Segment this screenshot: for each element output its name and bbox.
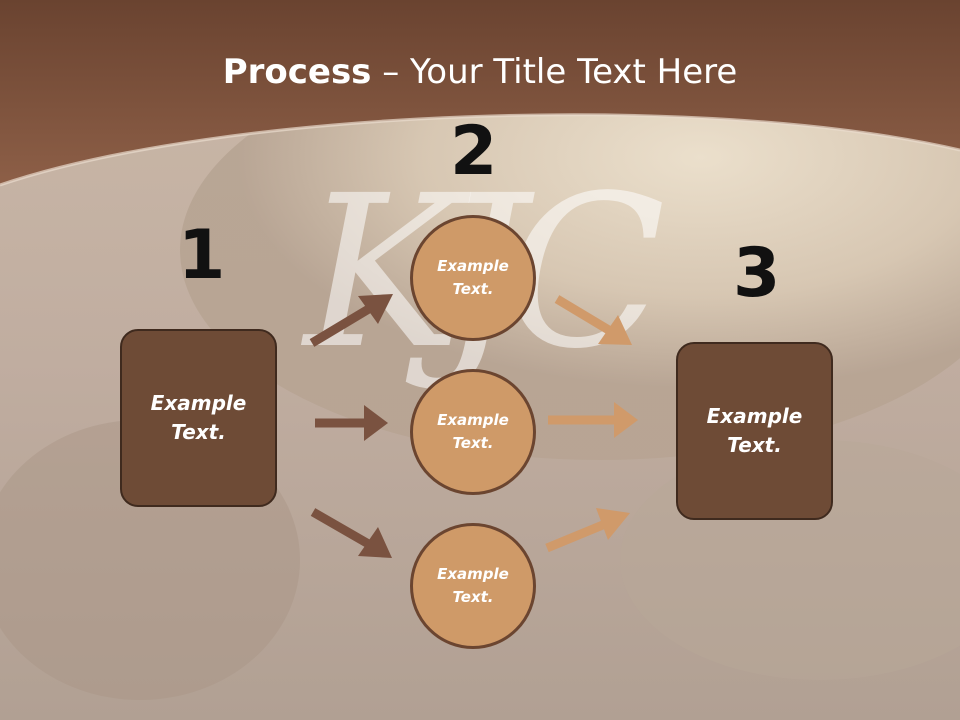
title-bold: Process bbox=[222, 52, 372, 92]
process-circle-top: Example Text. bbox=[410, 215, 536, 341]
title-rest: – Your Title Text Here bbox=[371, 52, 738, 92]
step-number-2: 2 bbox=[450, 112, 498, 191]
process-circle-middle: Example Text. bbox=[410, 369, 536, 495]
arrow-left-up bbox=[309, 294, 393, 347]
circle-middle-label: Example Text. bbox=[437, 411, 509, 452]
step-number-3: 3 bbox=[733, 234, 781, 313]
arrow-right-middle bbox=[548, 402, 638, 438]
circle-bottom-label: Example Text. bbox=[437, 565, 509, 606]
arrow-right-up bbox=[545, 508, 630, 553]
step-number-1: 1 bbox=[178, 216, 226, 295]
arrow-left-middle bbox=[315, 405, 388, 441]
start-box-label: Example Text. bbox=[150, 391, 247, 444]
process-circle-bottom: Example Text. bbox=[410, 523, 536, 649]
process-box-end: Example Text. bbox=[676, 342, 833, 520]
arrow-left-down bbox=[310, 508, 392, 558]
process-box-start: Example Text. bbox=[120, 329, 277, 507]
arrow-right-down bbox=[554, 295, 632, 345]
circle-top-label: Example Text. bbox=[437, 257, 509, 298]
end-box-label: Example Text. bbox=[706, 404, 803, 457]
slide-title: Process – Your Title Text Here bbox=[0, 52, 960, 92]
